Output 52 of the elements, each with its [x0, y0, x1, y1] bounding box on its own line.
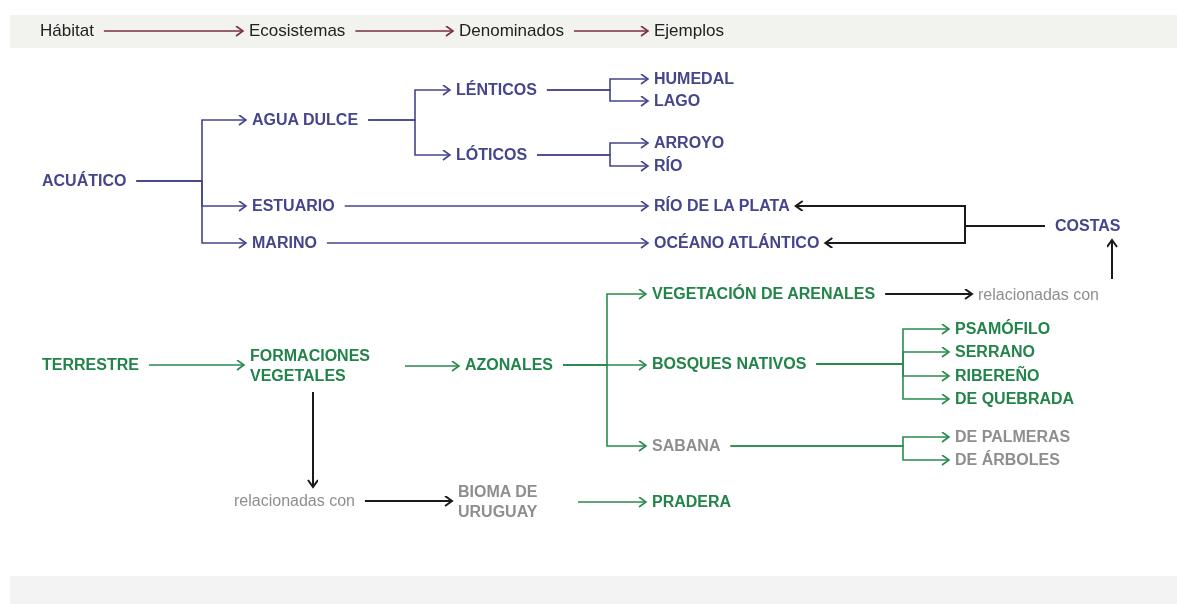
arrow: [536, 154, 649, 172]
concept-label: AGUA DULCE: [252, 110, 359, 130]
arrow: [103, 25, 244, 37]
concept-label: RIBEREÑO: [955, 366, 1040, 386]
arrow: [363, 495, 453, 507]
concept-label: RÍO DE LA PLATA: [654, 196, 790, 216]
arrow: [729, 445, 950, 466]
concept-label: BIOMA DE URUGUAY: [458, 482, 568, 522]
arrow: [1106, 239, 1118, 280]
column-heading: Hábitat: [40, 21, 94, 41]
arrow: [326, 237, 649, 249]
concept-label: ESTUARIO: [252, 196, 335, 216]
concept-label: DE PALMERAS: [955, 427, 1071, 447]
concept-label: ACUÁTICO: [42, 171, 127, 191]
arrow: [577, 496, 647, 508]
concept-label: DE ÁRBOLES: [955, 450, 1060, 470]
concept-label: LÉNTICOS: [456, 80, 537, 100]
concept-label: LAGO: [654, 91, 701, 111]
concept-label: RÍO: [654, 156, 683, 176]
concept-label: AZONALES: [465, 355, 553, 375]
arrow: [562, 364, 647, 452]
arrow: [573, 25, 649, 37]
arrow: [815, 363, 950, 405]
concept-label: FORMACIONES VEGETALES: [250, 346, 395, 386]
concept-label: ARROYO: [654, 133, 725, 153]
concept-label: PRADERA: [652, 492, 732, 512]
column-heading: Denominados: [459, 21, 564, 41]
concept-label: LÓTICOS: [456, 145, 528, 165]
arrow: [367, 119, 451, 161]
arrow: [135, 180, 247, 249]
concept-label: TERRESTRE: [42, 355, 139, 375]
concept-label: SABANA: [652, 436, 721, 456]
concept-label: PSAMÓFILO: [955, 319, 1051, 339]
concept-label: relacionadas con: [978, 285, 1099, 305]
concept-label: relacionadas con: [234, 491, 355, 511]
concept-label: OCÉANO ATLÁNTICO: [654, 233, 820, 253]
concept-label: COSTAS: [1055, 216, 1121, 236]
arrow: [148, 359, 245, 371]
arrow: [404, 360, 460, 372]
concept-label: BOSQUES NATIVOS: [652, 354, 807, 374]
arrow: [354, 25, 454, 37]
column-heading: Ejemplos: [654, 21, 724, 41]
concept-label: MARINO: [252, 233, 317, 253]
arrow: [343, 200, 649, 212]
column-heading: Ecosistemas: [249, 21, 346, 41]
arrow: [884, 288, 973, 300]
concept-label: VEGETACIÓN DE ARENALES: [652, 284, 876, 304]
arrow: [307, 391, 319, 488]
concept-label: DE QUEBRADA: [955, 389, 1075, 409]
concept-label: HUMEDAL: [654, 69, 734, 89]
arrow: [546, 89, 649, 107]
concept-label: SERRANO: [955, 342, 1035, 362]
